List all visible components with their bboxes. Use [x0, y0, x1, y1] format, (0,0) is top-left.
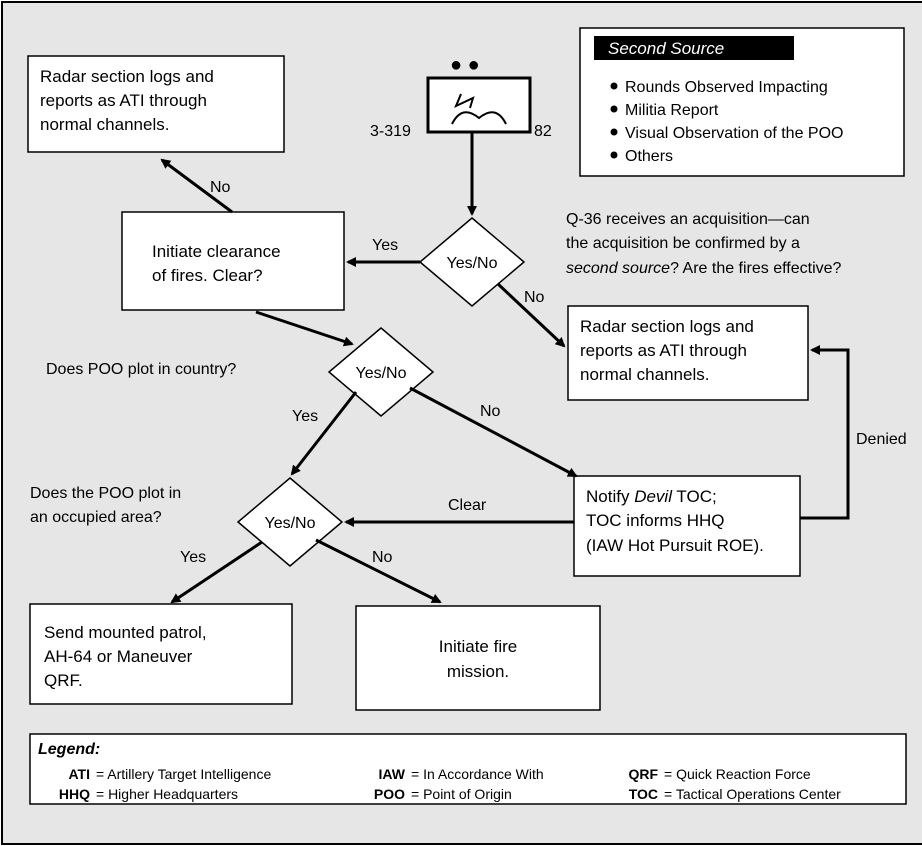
box-text: QRF. — [44, 671, 83, 690]
unit-size-dots: ● ● — [450, 54, 480, 76]
box-text: Radar section logs and — [40, 67, 214, 86]
box-text: Initiate clearance — [152, 242, 281, 261]
unit-left-label: 3-319 — [370, 123, 411, 140]
main-question: Q-36 receives an acquisition—can the acq… — [566, 211, 842, 277]
edge-label-no: No — [480, 403, 501, 420]
decision-diamond-occupied: Yes/No — [236, 477, 344, 567]
clearance-box: Initiate clearance of fires. Clear? — [121, 211, 345, 311]
radar-logs-box-top: Radar section logs and reports as ATI th… — [27, 55, 285, 153]
question-line: the acquisition be confirmed by a — [566, 235, 800, 252]
legend-definition: = In Accordance With — [411, 766, 544, 782]
legend-abbr: TOC — [629, 786, 658, 802]
box-text: Radar section logs and — [580, 317, 754, 336]
box-text: Notify Devil TOC; — [586, 487, 717, 506]
arrow-yes-in-country — [290, 391, 358, 476]
arrow-denied-to-radar-right — [800, 345, 850, 520]
legend-box: Legend: ATI = Artillery Target Intellige… — [29, 733, 907, 805]
fire-mission-box: Initiate fire mission. — [355, 605, 601, 711]
box-text: of fires. Clear? — [152, 266, 263, 285]
second-source-item: Rounds Observed Impacting — [625, 79, 828, 96]
box-text: reports as ATI through — [580, 341, 747, 360]
edge-label-no: No — [210, 179, 231, 196]
arrow-no-to-radar-right — [496, 282, 566, 348]
arrow-yes-occupied — [170, 540, 263, 604]
box-text: Send mounted patrol, — [44, 623, 207, 642]
legend-abbr: ATI — [68, 766, 90, 782]
box-text: normal channels. — [40, 115, 169, 134]
edge-label-no: No — [524, 289, 545, 306]
decision-label: Yes/No — [447, 255, 498, 272]
question-line: Q-36 receives an acquisition—can — [566, 211, 810, 228]
second-source-item: Militia Report — [625, 102, 719, 119]
arrow-clearance-to-country — [255, 310, 354, 347]
box-text: reports as ATI through — [40, 91, 207, 110]
decision-label: Yes/No — [265, 515, 316, 532]
box-text: (IAW Hot Pursuit ROE). — [586, 536, 764, 555]
edge-label-denied: Denied — [856, 431, 907, 448]
legend-definition: = Point of Origin — [411, 786, 512, 802]
edge-label-yes: Yes — [180, 549, 206, 566]
question-occupied: an occupied area? — [30, 509, 162, 526]
edge-label-no: No — [372, 549, 393, 566]
legend-abbr: QRF — [628, 766, 658, 782]
dish-arc-icon — [451, 111, 507, 125]
patrol-box: Send mounted patrol, AH-64 or Maneuver Q… — [29, 603, 293, 705]
legend-abbr: IAW — [379, 766, 406, 782]
legend-definition: = Higher Headquarters — [96, 786, 238, 802]
edge-label-yes: Yes — [372, 237, 398, 254]
legend-definition: = Artillery Target Intelligence — [96, 766, 271, 782]
arrow-no-to-radar-top — [160, 158, 233, 214]
legend-definition: = Tactical Operations Center — [664, 786, 841, 802]
second-source-box: Second Source Rounds Observed Impacting … — [579, 27, 905, 177]
question-in-country: Does POO plot in country? — [46, 361, 236, 378]
bullet-icon — [610, 105, 618, 113]
unit-symbol: ● ● 3-319 82 — [370, 54, 552, 140]
notify-toc-box: Notify Devil TOC; TOC informs HHQ (IAW H… — [573, 475, 801, 577]
decision-label: Yes/No — [356, 365, 407, 382]
legend-title: Legend: — [38, 741, 100, 758]
question-line: second source? Are the fires effective? — [566, 260, 842, 277]
box-text: AH-64 or Maneuver — [44, 647, 193, 666]
lightning-icon — [454, 93, 475, 109]
second-source-title: Second Source — [608, 39, 724, 58]
radar-unit-symbol-icon — [426, 76, 532, 134]
box-text: normal channels. — [580, 365, 709, 384]
legend-abbr: HHQ — [59, 786, 90, 802]
second-source-item: Others — [625, 148, 673, 165]
bullet-icon — [610, 151, 618, 159]
box-text: mission. — [447, 662, 509, 681]
second-source-header — [594, 36, 794, 60]
edge-label-yes: Yes — [292, 408, 318, 425]
bullet-icon — [610, 82, 618, 90]
radar-logs-box-right: Radar section logs and reports as ATI th… — [567, 305, 809, 401]
second-source-item: Visual Observation of the POO — [625, 125, 843, 142]
box-text: TOC informs HHQ — [586, 511, 725, 530]
question-occupied: Does the POO plot in — [30, 485, 181, 502]
legend-definition: = Quick Reaction Force — [664, 766, 811, 782]
legend-abbr: POO — [374, 786, 405, 802]
bullet-icon — [610, 128, 618, 136]
unit-right-label: 82 — [534, 123, 552, 140]
arrow-no-in-country — [409, 386, 578, 478]
arrows — [160, 132, 850, 604]
arrow-no-occupied — [315, 538, 442, 604]
box-text: Initiate fire — [439, 637, 517, 656]
edge-label-clear: Clear — [448, 497, 487, 514]
